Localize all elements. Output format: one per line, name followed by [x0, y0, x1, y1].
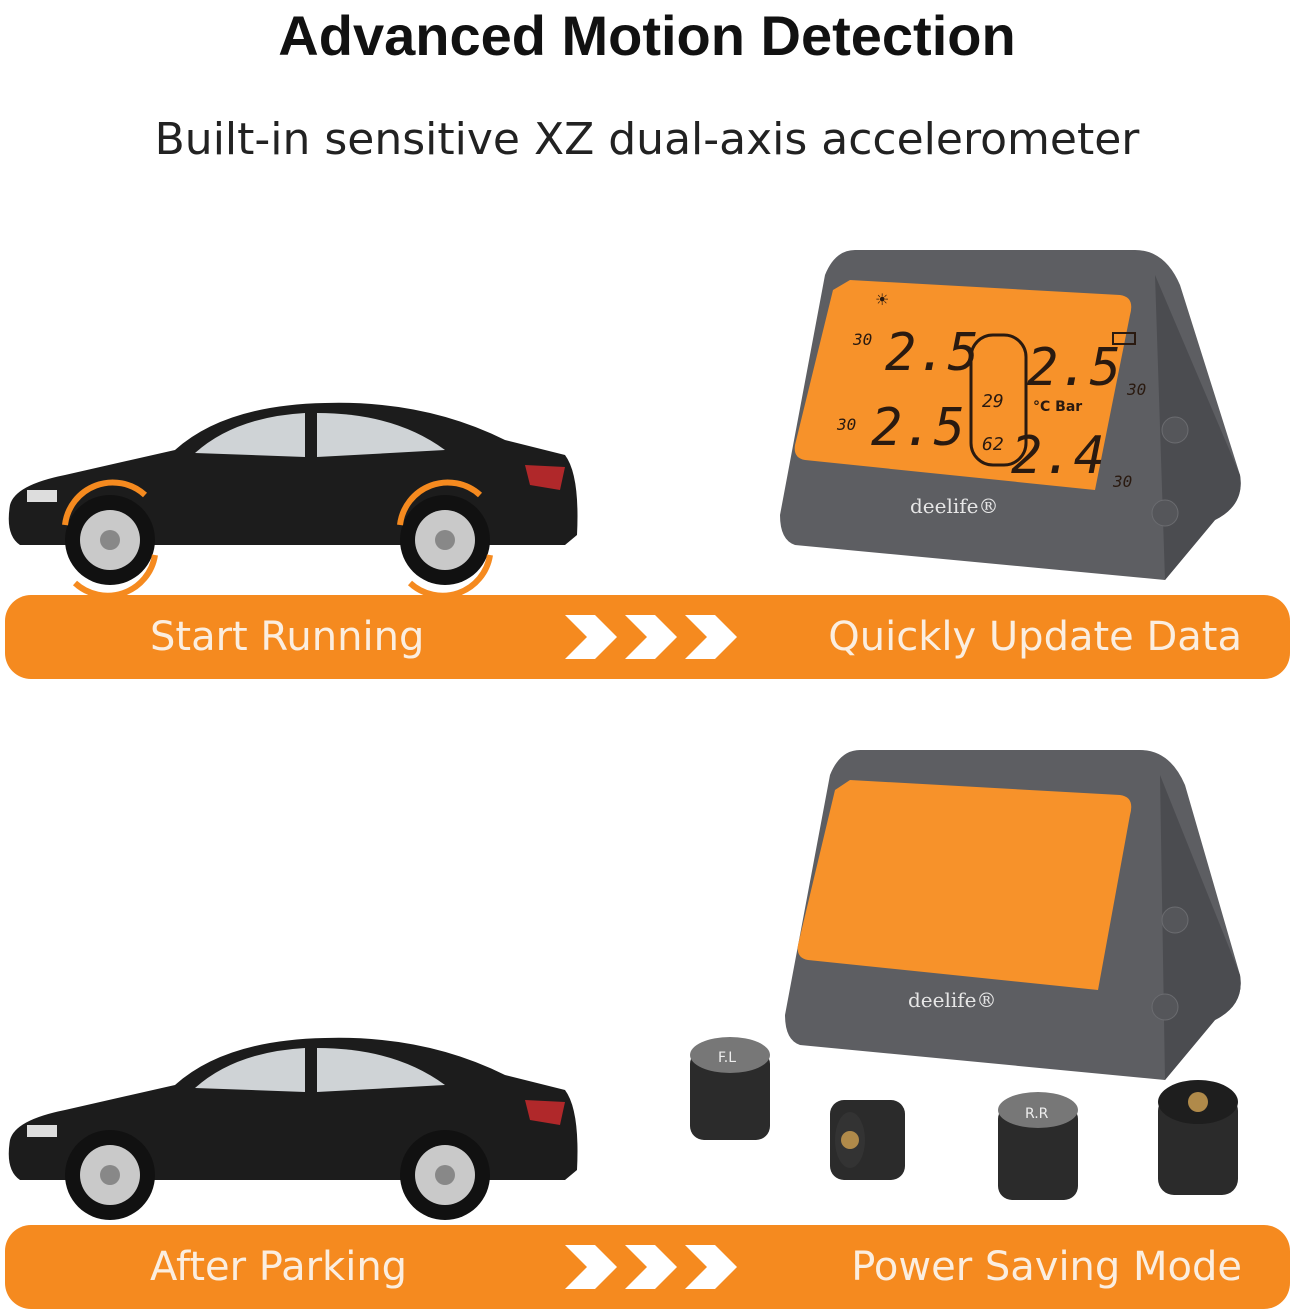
temp-fr: 30	[1126, 380, 1146, 399]
front-wheel	[62, 479, 158, 595]
chevrons-icon	[565, 615, 737, 659]
moving-car-image	[8, 402, 578, 595]
parked-car-image	[8, 1037, 578, 1220]
brand-logo: deelife®	[910, 494, 999, 518]
sensor-rr: R.R	[998, 1092, 1078, 1200]
brand-logo: deelife®	[908, 988, 997, 1012]
rear-wheel	[397, 479, 493, 595]
start-running-label: Start Running	[150, 614, 425, 660]
temp-rl: 30	[836, 415, 856, 434]
battery-icon	[1112, 332, 1136, 345]
units-label: °C Bar	[1033, 399, 1082, 415]
banner-after-parking: After Parking Power Saving Mode	[5, 1225, 1290, 1309]
page-title: Advanced Motion Detection	[278, 4, 1016, 67]
sensor-fl: F.L	[690, 1037, 770, 1140]
pressure-rl: 2.5	[871, 398, 965, 458]
temp-rr: 30	[1112, 472, 1132, 491]
tire-sensors: F.L R.R	[690, 1037, 1238, 1200]
quickly-update-label: Quickly Update Data	[828, 614, 1242, 660]
chevrons-icon	[565, 1245, 737, 1289]
center-value: 62	[982, 434, 1004, 455]
car-outline-icon	[969, 333, 1028, 467]
svg-text:F.L: F.L	[718, 1050, 736, 1066]
sensor-back	[1158, 1080, 1238, 1195]
sensor-valve	[830, 1100, 905, 1180]
center-temp: 29	[982, 391, 1004, 412]
after-parking-label: After Parking	[150, 1244, 408, 1290]
svg-text:R.R: R.R	[1025, 1106, 1049, 1122]
power-saving-label: Power Saving Mode	[851, 1244, 1242, 1290]
pressure-fl: 2.5	[885, 323, 979, 383]
temp-fl: 30	[852, 330, 872, 349]
tpms-display-on: 2.5 2.5 2.5 2.4 30 30 30 30 29 62 °C Bar…	[775, 245, 1245, 585]
banner-start-running: Start Running Quickly Update Data	[5, 595, 1290, 679]
page-subtitle: Built-in sensitive XZ dual-axis accelero…	[154, 114, 1140, 165]
tpms-display-off: deelife®	[780, 745, 1250, 1085]
sun-icon: ☀	[875, 290, 889, 309]
pressure-fr: 2.5	[1027, 338, 1121, 398]
